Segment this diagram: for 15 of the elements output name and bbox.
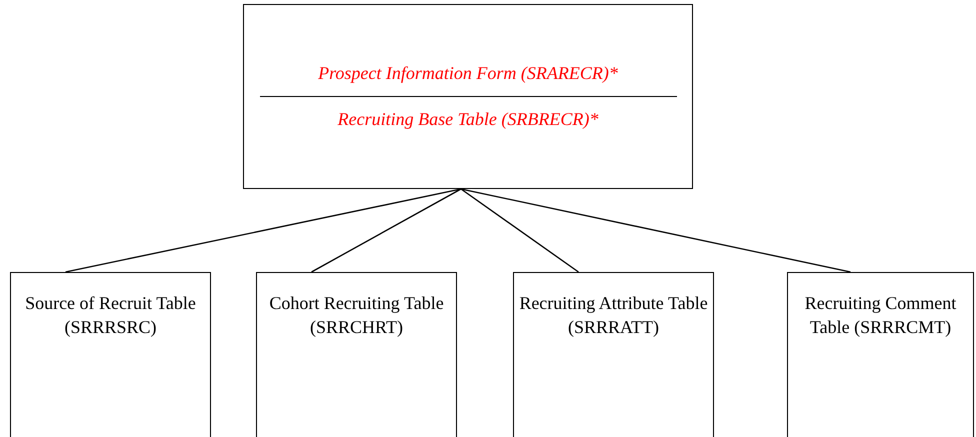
table-box (513, 272, 714, 437)
table-box (243, 4, 693, 189)
table-name: Source of Recruit Table (SRRRSRC) (24, 292, 197, 339)
connector-line (460, 188, 579, 273)
connector-line (65, 188, 462, 273)
table-name: Prospect Information Form (SRARECR)* (317, 63, 619, 84)
table-name: Recruiting Comment Table (SRRRCMT) (804, 292, 958, 339)
table-box (10, 272, 211, 437)
connector-line (311, 188, 462, 273)
table-name: Recruiting Base Table (SRBRECR)* (336, 109, 600, 130)
connector-line (460, 188, 851, 273)
table-box (787, 272, 974, 437)
table-box (256, 272, 457, 437)
table-name: Recruiting Attribute Table (SRRRATT) (518, 292, 709, 339)
table-name: Cohort Recruiting Table (SRRCHRT) (268, 292, 445, 339)
